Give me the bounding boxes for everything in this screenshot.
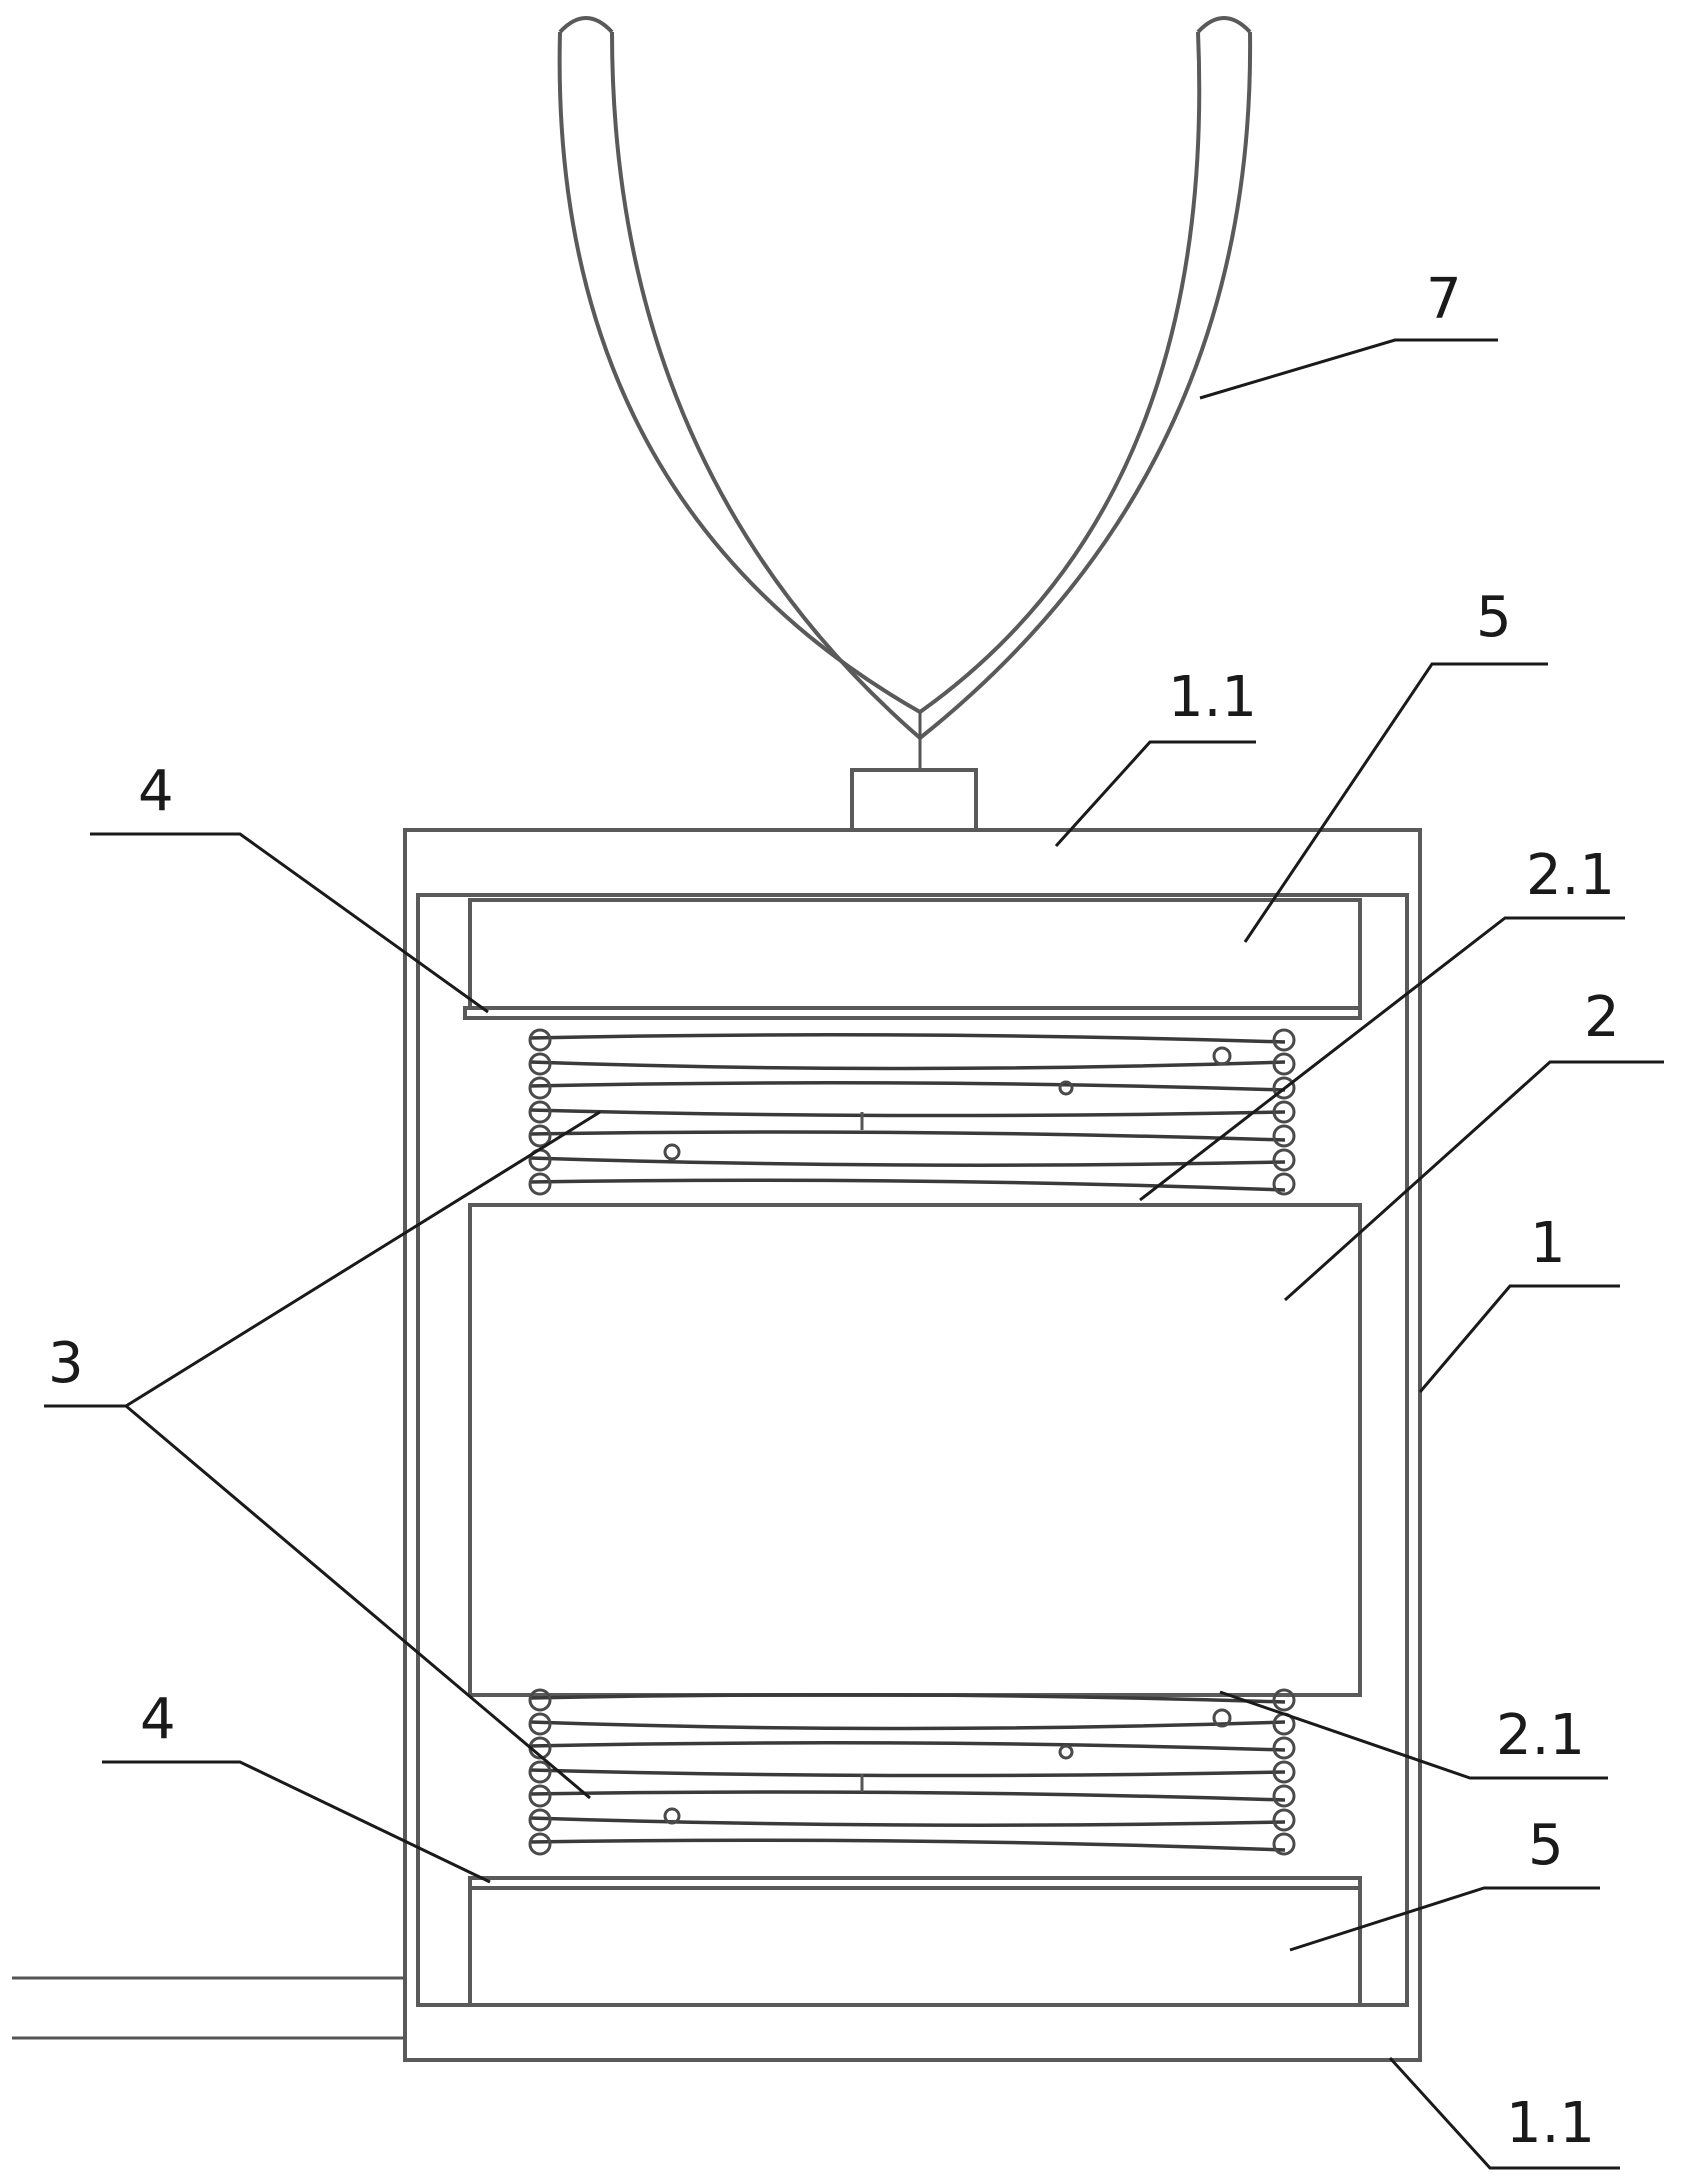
reference-labels: 7 1.1 5 4 2.1 2 1 3 2.1 4 5 1.1 [48, 267, 1620, 2156]
handle-stem [850, 768, 978, 832]
label-top-magnet: 5 [1476, 585, 1512, 650]
housing [403, 828, 1422, 2062]
label-top-face: 2.1 [1526, 843, 1615, 908]
bottom-magnet [468, 1876, 1362, 2007]
cable [12, 1976, 405, 2040]
top-springs [528, 1028, 1296, 1196]
label-bottom-face: 2.1 [1496, 1703, 1585, 1768]
handle [557, 16, 1253, 770]
bottom-springs [528, 1688, 1296, 1856]
label-core-block: 2 [1584, 985, 1620, 1050]
leader-lines [44, 338, 1664, 2170]
label-top-cover: 1.1 [1168, 665, 1257, 730]
label-handle: 7 [1426, 267, 1462, 332]
label-springs: 3 [48, 1331, 84, 1396]
label-housing: 1 [1530, 1211, 1566, 1276]
label-bottom-plate: 4 [140, 1687, 176, 1752]
top-magnet [463, 898, 1362, 1020]
label-bottom-cover: 1.1 [1506, 2091, 1595, 2156]
label-bottom-magnet: 5 [1528, 1813, 1564, 1878]
label-top-plate: 4 [138, 759, 174, 824]
core-block [468, 1203, 1362, 1697]
